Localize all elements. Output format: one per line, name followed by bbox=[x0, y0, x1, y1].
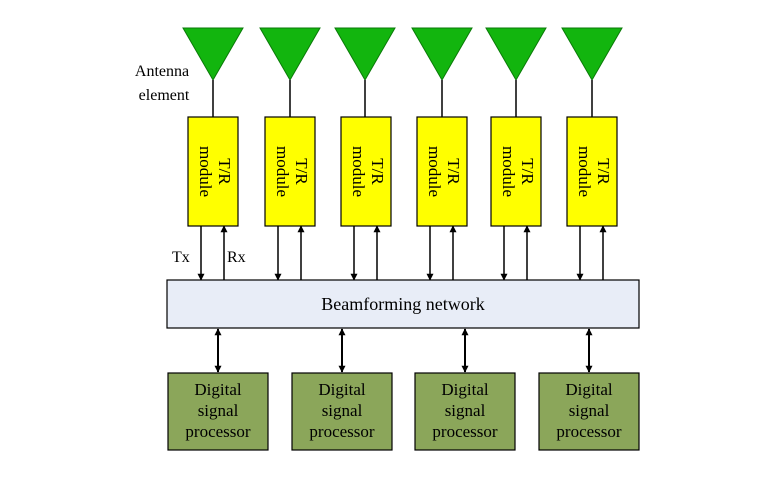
dsp-columns: Digital signal processor Digital signal proce… bbox=[167, 328, 640, 451]
tr-module-box bbox=[490, 116, 542, 227]
dsp-box bbox=[291, 372, 393, 451]
antenna-label: Antenna element bbox=[135, 63, 193, 104]
dsp-box bbox=[538, 372, 640, 451]
tr-module-label: T/Rmodule bbox=[273, 146, 311, 197]
tx-label: Tx bbox=[172, 249, 190, 266]
dsp-label-line: Digital bbox=[194, 380, 241, 399]
tr-module-label-line1: T/R bbox=[292, 158, 311, 185]
dsp-label: Digital signal processor bbox=[309, 380, 374, 441]
tr-module-label: T/Rmodule bbox=[349, 146, 387, 197]
tr-module-label-line1: T/R bbox=[368, 158, 387, 185]
dsp-box bbox=[167, 372, 269, 451]
tr-module-label-line2: module bbox=[349, 146, 368, 197]
tr-module-label-line2: module bbox=[499, 146, 518, 197]
antenna-icon bbox=[182, 27, 244, 82]
dsp-column: Digital signal processor bbox=[538, 328, 640, 451]
dsp-label-line: processor bbox=[556, 422, 621, 441]
dsp-label-line: signal bbox=[445, 401, 486, 420]
dsp-label-line: Digital bbox=[565, 380, 612, 399]
dsp-label-line: processor bbox=[432, 422, 497, 441]
dsp-column: Digital signal processor bbox=[167, 328, 269, 451]
beamforming-network: Beamforming network bbox=[166, 279, 640, 329]
dsp-label: Digital signal processor bbox=[185, 380, 250, 441]
tr-module-box bbox=[566, 116, 618, 227]
tr-column: T/Rmodule bbox=[334, 27, 396, 281]
antenna-icon bbox=[485, 27, 547, 82]
beamforming-network-box bbox=[166, 279, 640, 329]
tr-module-box bbox=[416, 116, 468, 227]
dsp-label-line: signal bbox=[322, 401, 363, 420]
tr-column: T/Rmodule bbox=[411, 27, 473, 281]
dsp-label-line: signal bbox=[569, 401, 610, 420]
tr-module-label-line2: module bbox=[273, 146, 292, 197]
tr-column: T/Rmodule bbox=[259, 27, 321, 281]
tr-column: T/Rmodule bbox=[182, 27, 244, 281]
dsp-label-line: processor bbox=[309, 422, 374, 441]
dsp-column: Digital signal processor bbox=[291, 328, 393, 451]
antenna-label-line1: Antenna bbox=[135, 63, 189, 80]
dsp-label-line: processor bbox=[185, 422, 250, 441]
dsp-label: Digital signal processor bbox=[432, 380, 497, 441]
tr-module-label: T/Rmodule bbox=[575, 146, 613, 197]
dsp-box bbox=[414, 372, 516, 451]
tr-module-box bbox=[264, 116, 316, 227]
tr-module-label-line2: module bbox=[196, 146, 215, 197]
antenna-icon bbox=[259, 27, 321, 82]
dsp-label-line: Digital bbox=[318, 380, 365, 399]
tr-module-box bbox=[187, 116, 239, 227]
rx-label: Rx bbox=[227, 249, 246, 266]
tr-module-label-line1: T/R bbox=[215, 158, 234, 185]
tr-module-label: T/Rmodule bbox=[499, 146, 537, 197]
tr-module-label: T/Rmodule bbox=[425, 146, 463, 197]
tr-module-box bbox=[340, 116, 392, 227]
antenna-icon bbox=[411, 27, 473, 82]
tr-module-label-line1: T/R bbox=[594, 158, 613, 185]
tr-column: T/Rmodule bbox=[561, 27, 623, 281]
tr-module-label-line1: T/R bbox=[444, 158, 463, 185]
tr-column: T/Rmodule bbox=[485, 27, 547, 281]
antenna-label-line2: element bbox=[139, 87, 190, 104]
tr-module-label-line2: module bbox=[425, 146, 444, 197]
tr-module-label: T/Rmodule bbox=[196, 146, 234, 197]
antenna-icon bbox=[561, 27, 623, 82]
dsp-label: Digital signal processor bbox=[556, 380, 621, 441]
tr-module-label-line1: T/R bbox=[518, 158, 537, 185]
tr-module-label-line2: module bbox=[575, 146, 594, 197]
dsp-label-line: signal bbox=[198, 401, 239, 420]
dsp-label-line: Digital bbox=[441, 380, 488, 399]
dsp-column: Digital signal processor bbox=[414, 328, 516, 451]
antenna-icon bbox=[334, 27, 396, 82]
beamforming-network-label: Beamforming network bbox=[321, 294, 484, 314]
